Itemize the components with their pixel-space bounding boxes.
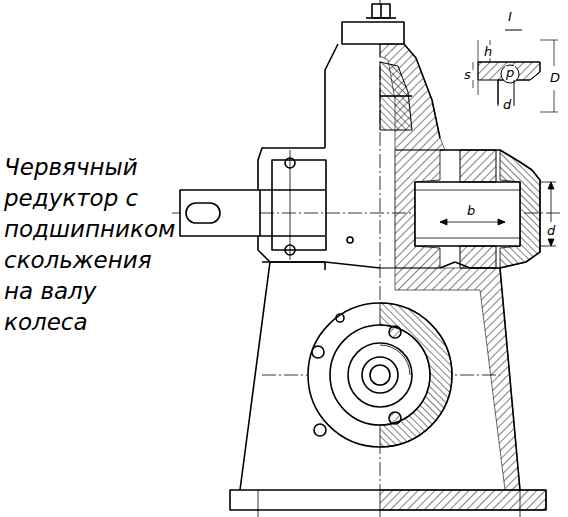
- radius-letter: p: [505, 66, 515, 79]
- dimension-letter: b: [466, 204, 476, 217]
- caption-text: Червячный редуктор с подшипником скольже…: [4, 152, 184, 338]
- dimension-letter: d: [502, 98, 512, 111]
- dimension-letter: h: [483, 45, 493, 58]
- detail-mark: I: [507, 10, 513, 23]
- dimension-letter: D: [549, 71, 561, 84]
- dimension-letter: s: [463, 68, 472, 81]
- dimension-letter: d: [546, 224, 556, 237]
